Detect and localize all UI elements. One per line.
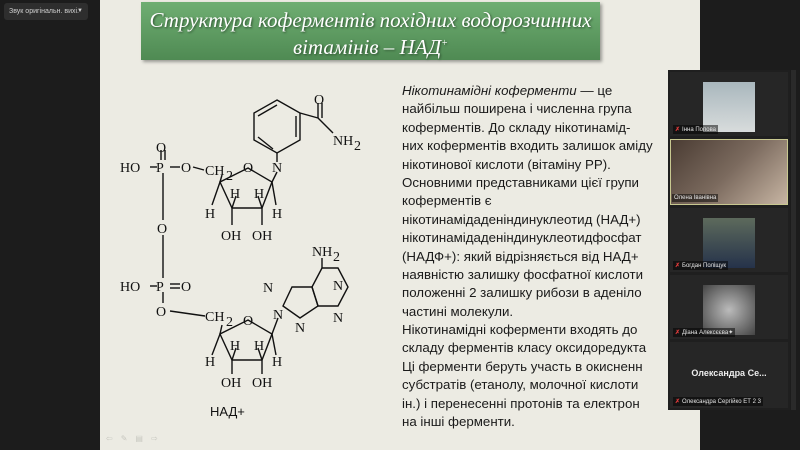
body-line-text: — це (576, 83, 613, 98)
body-line: нікотинової кислоти (вітаміну РР). (402, 156, 670, 174)
participants-panel: ✗Інна Попова Олена Іванівна ✗Богдан Полі… (668, 70, 790, 410)
body-line-text: положенні 2 залишку рибози в аденіло (402, 285, 642, 301)
body-line: (НАДФ+): який відрізняється від НАД+ (402, 248, 670, 266)
body-line-text: наявністю залишку фосфатної кислоти (402, 266, 644, 282)
title-superscript: + (441, 38, 448, 49)
participant-name: ✗Інна Попова (673, 125, 719, 134)
participant-name: ✗Олександра Сергійко ЕТ 2 3 (673, 397, 763, 406)
body-line: Нікотинамідні коферменти — це (402, 82, 670, 100)
body-line: Нікотинамідні коферменти входять до (402, 321, 670, 339)
participant-name: ✗Богдан Поліщук (673, 261, 729, 270)
body-line-text: найбільш поширена і численна група (402, 101, 632, 117)
view-options-label: Звук оригінальн. вихі. (9, 8, 79, 15)
body-line-text: субстратів (етанолу, молочної кислоти (402, 377, 639, 393)
body-line-text: нікотинамідаденіндинуклеотид (НАД+) (402, 211, 641, 227)
participant-video (703, 285, 755, 335)
slides-icon[interactable]: ▤ (135, 434, 151, 443)
body-line: них коферментів входить залишок аміду (402, 137, 670, 155)
pen-icon[interactable]: ✎ (120, 434, 136, 443)
body-line-text: коферментів є (402, 193, 492, 209)
body-line-text: Основними представниками цієї групи (402, 174, 639, 190)
mic-muted-icon: ✗ (675, 263, 681, 269)
body-line: наявністю залишку фосфатної кислоти (402, 266, 670, 284)
pointer-icon[interactable]: ⇦ (106, 434, 121, 443)
text: Діана Алексєєва✦ (682, 330, 734, 336)
text: Олена Іванівна (674, 195, 717, 201)
slide-title: Структура коферментів похідних водорозчи… (141, 2, 600, 60)
participant-name: Олена Іванівна (672, 194, 719, 202)
body-italic-term: Нікотинамідні коферменти (402, 83, 577, 98)
body-line-text: Нікотинамідні коферменти входять до (402, 322, 638, 338)
body-line: нікотинамідаденіндинуклеотид (НАД+) (402, 211, 670, 229)
participant-tile[interactable]: ✗Інна Попова (670, 72, 788, 136)
participant-tile[interactable]: Олександра Се... ✗Олександра Сергійко ЕТ … (670, 342, 788, 408)
mic-muted-icon: ✗ (675, 127, 681, 133)
more-icon[interactable]: ⇨ (150, 434, 166, 443)
body-line-text: них коферментів входить залишок аміду (402, 138, 653, 154)
participants-scrollbar[interactable] (791, 70, 796, 410)
body-line: найбільш поширена і численна група (402, 100, 670, 118)
text: Інна Попова (682, 127, 717, 133)
participant-tile-active[interactable]: Олена Іванівна (670, 139, 788, 205)
body-line-text: ін.) і перенесенні протонів та електрон (402, 395, 640, 411)
body-line-text: на інші ферменти. (402, 414, 515, 430)
slide-toolbar[interactable]: ⇦✎▤⇨ (106, 434, 166, 443)
body-line: ін.) і перенесенні протонів та електрон (402, 395, 670, 413)
participant-tile[interactable]: ✗Діана Алексєєва✦ (670, 275, 788, 339)
title-line-2: вітамінів – НАД (293, 35, 442, 59)
shared-slide (100, 0, 700, 450)
body-line-text: нікотинамідаденіндинуклеотидфосфат (402, 230, 642, 246)
mic-muted-icon: ✗ (675, 330, 681, 336)
participant-tile[interactable]: ✗Богдан Поліщук (670, 208, 788, 272)
body-line: субстратів (етанолу, молочної кислоти (402, 376, 670, 394)
participant-video (703, 82, 755, 132)
body-line-text: Ці ферменти беруть участь в окисненн (402, 358, 643, 374)
mic-muted-icon: ✗ (675, 399, 681, 405)
body-line: на інші ферменти. (402, 413, 670, 431)
body-line: коферментів. До складу нікотинамід- (402, 119, 670, 137)
participant-video (703, 218, 755, 268)
text: Олександра Сергійко ЕТ 2 3 (682, 399, 761, 405)
body-line-text: коферментів. До складу нікотинамід- (402, 119, 631, 135)
title-line-1: Структура коферментів похідних водорозчи… (149, 8, 592, 32)
participant-name: ✗Діана Алексєєва✦ (673, 328, 736, 337)
body-line-text: частині молекули. (402, 303, 514, 319)
view-options-dropdown[interactable]: Звук оригінальн. вихі.▼ (4, 3, 88, 20)
body-line: складу ферментів класу оксидоредукта (402, 339, 670, 357)
body-line: коферментів є (402, 192, 670, 210)
body-line-text: складу ферментів класу оксидоредукта (402, 340, 647, 356)
body-line: частині молекули. (402, 303, 670, 321)
text: Богдан Поліщук (682, 263, 727, 269)
body-line-text: нікотинової кислоти (вітаміну РР). (402, 156, 611, 172)
body-line: Ці ферменти беруть участь в окисненн (402, 358, 670, 376)
chevron-down-icon: ▼ (77, 8, 83, 14)
body-line: нікотинамідаденіндинуклеотидфосфат (402, 229, 670, 247)
body-line: Основними представниками цієї групи (402, 174, 670, 192)
body-line-text: (НАДФ+): який відрізняється від НАД+ (402, 248, 639, 264)
body-line: положенні 2 залишку рибози в аденіло (402, 284, 670, 302)
participant-display-name: Олександра Се... (691, 368, 767, 378)
